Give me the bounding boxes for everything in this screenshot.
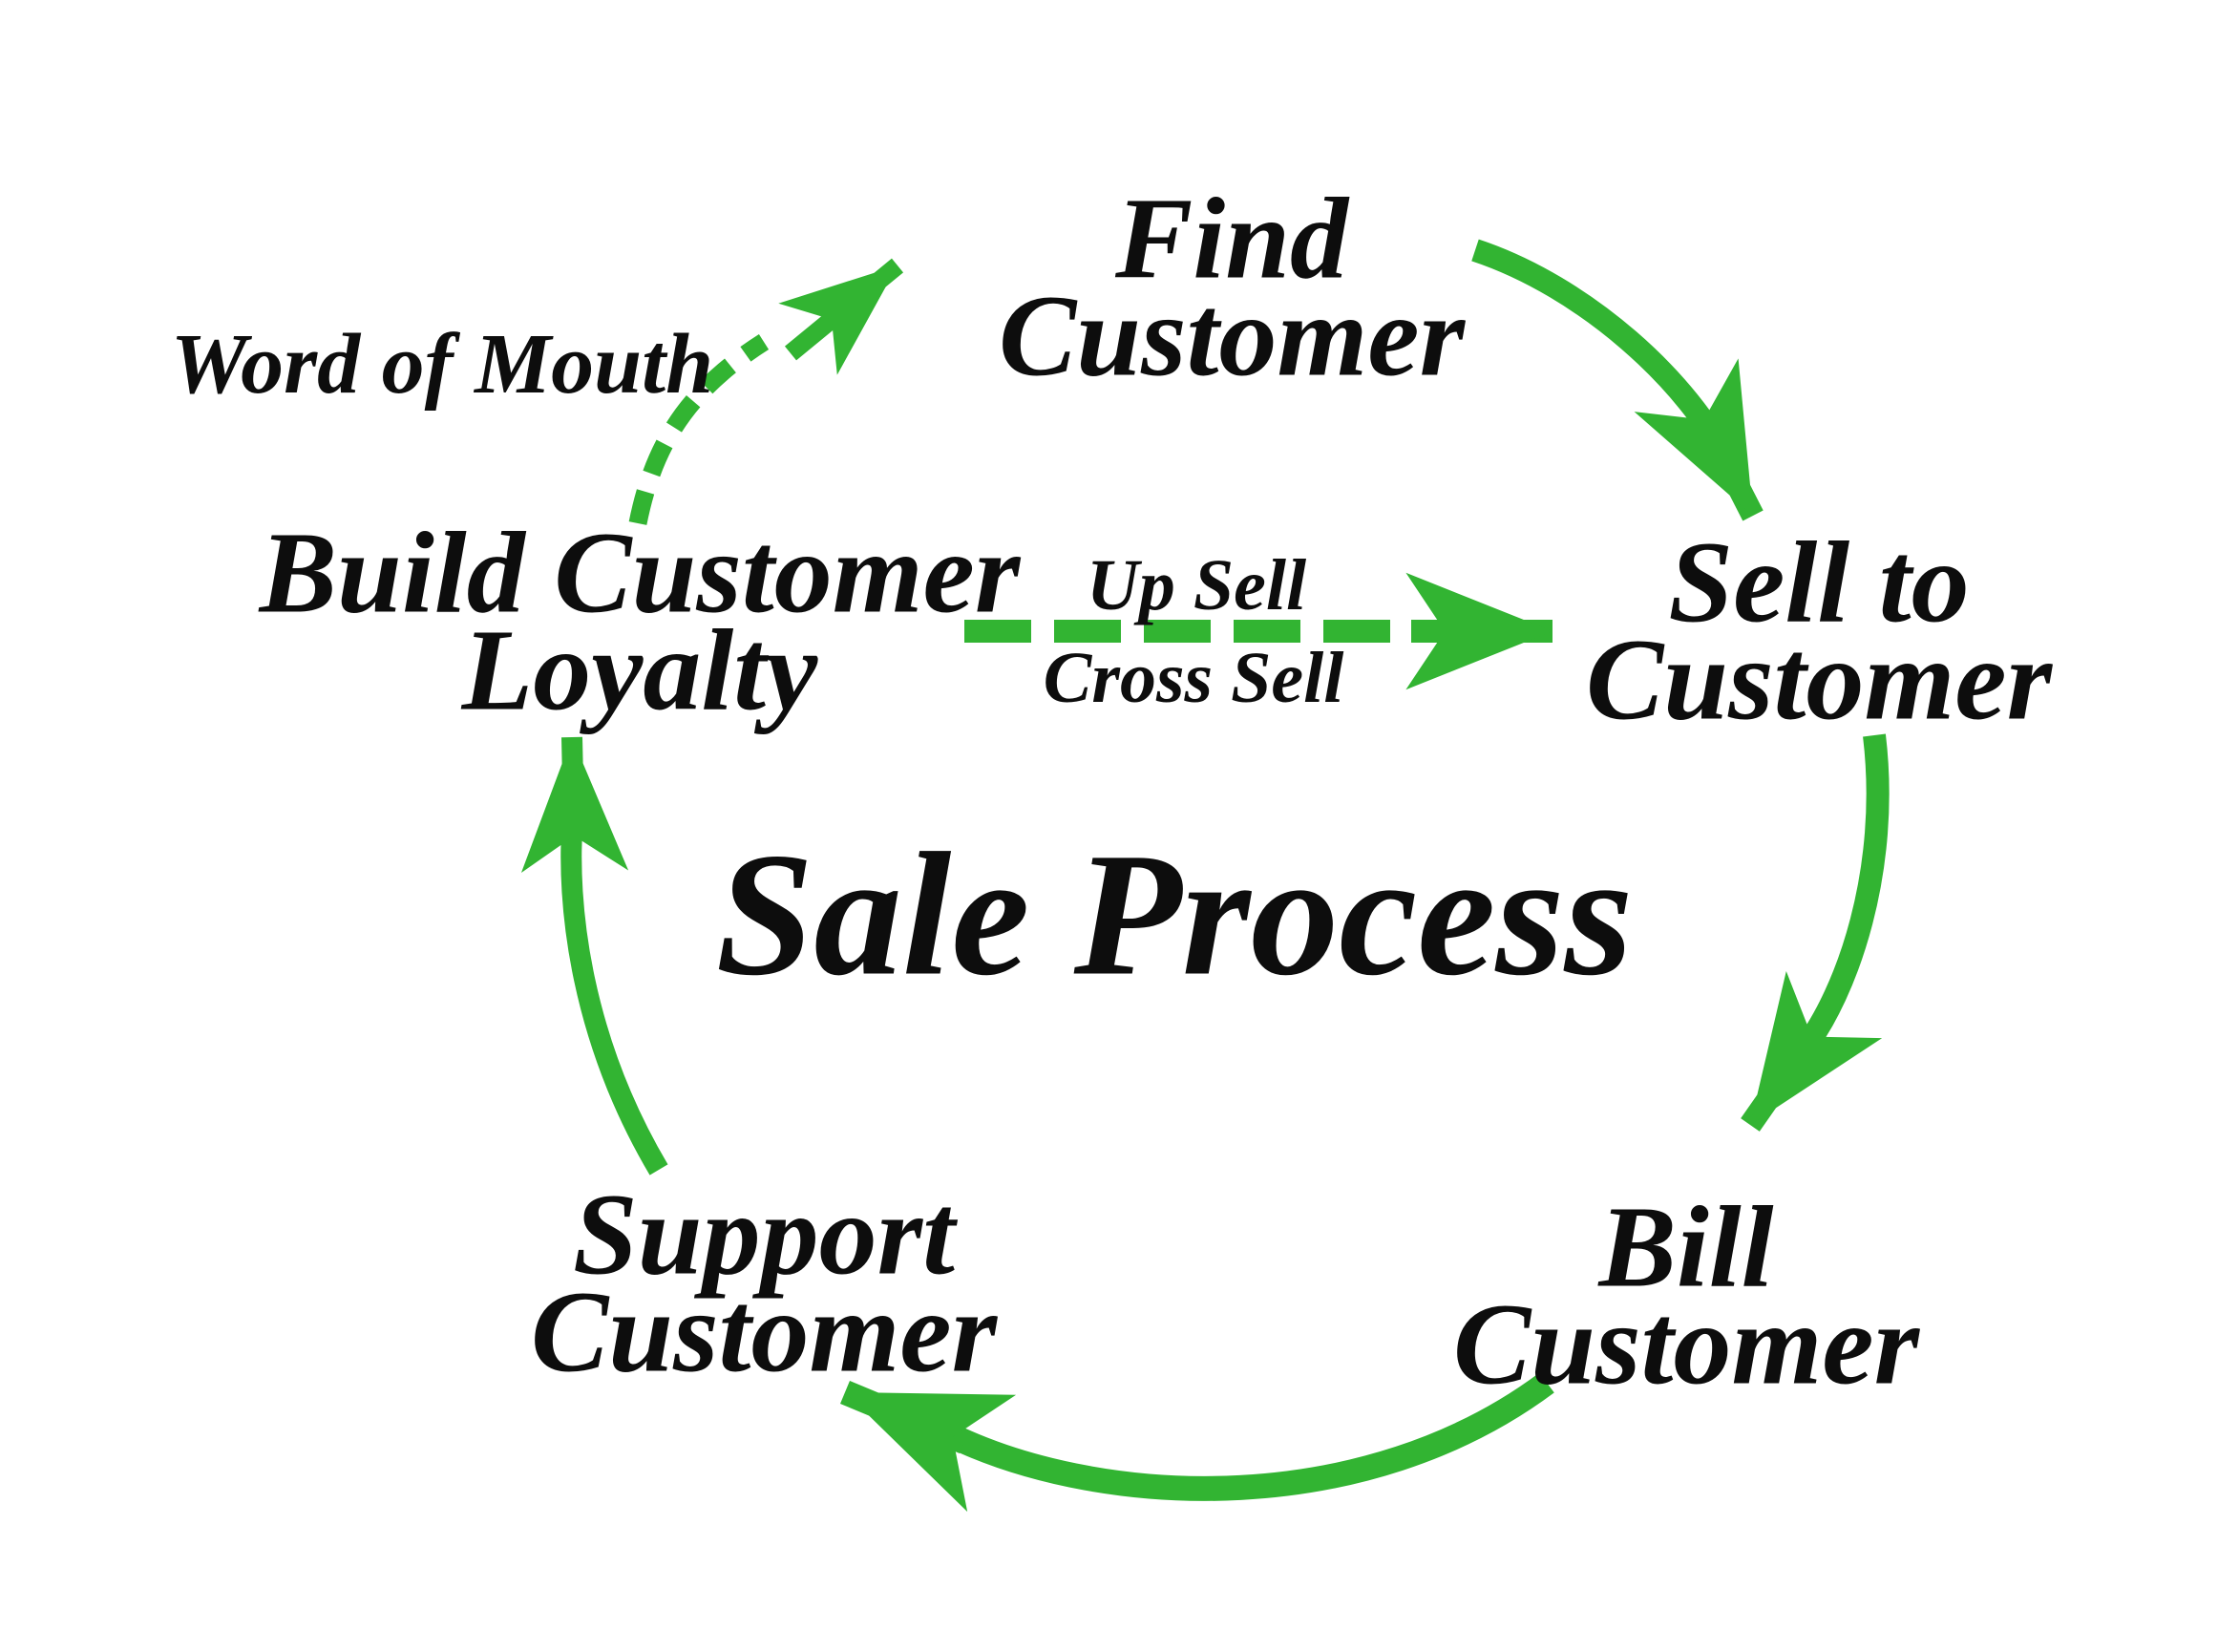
annotation-up-sell: Up Sell xyxy=(1086,545,1307,625)
arrow-bill-to-support-body xyxy=(949,1372,1554,1501)
arrow-word-of-mouth-body xyxy=(628,333,770,525)
arrow-support-to-loyalty xyxy=(520,736,668,1175)
node-support-customer-line2: Customer xyxy=(530,1268,998,1397)
arrow-sell-to-bill-body xyxy=(1793,733,1890,1058)
arrow-sell-to-bill-head xyxy=(1741,971,1883,1132)
node-bill-customer-line1: Bill xyxy=(1598,1182,1774,1312)
node-build-customer-loyalty: Build Customer Loyalty xyxy=(259,508,1021,735)
node-sell-to-customer-line2: Customer xyxy=(1585,616,2053,745)
arrow-word-of-mouth xyxy=(628,258,904,525)
node-sell-to-customer-line1: Sell to xyxy=(1668,518,1970,647)
annotation-word-of-mouth: Word of Mouth xyxy=(170,317,714,412)
node-support-customer: Support Customer xyxy=(530,1170,998,1397)
arrow-support-to-loyalty-body xyxy=(560,815,668,1175)
arrow-sell-to-bill xyxy=(1741,733,1890,1132)
node-bill-customer-line2: Customer xyxy=(1452,1281,1920,1409)
annotation-cross-sell: Cross Sell xyxy=(1043,638,1344,718)
node-build-customer-loyalty-line2: Loyalty xyxy=(461,606,818,735)
node-bill-customer: Bill Customer xyxy=(1452,1182,1920,1409)
arrow-bill-to-support xyxy=(840,1372,1554,1513)
node-find-customer: Find Customer xyxy=(998,174,1466,401)
node-support-customer-line1: Support xyxy=(572,1170,956,1300)
arrow-support-to-loyalty-head xyxy=(520,736,629,873)
arrow-find-to-sell-body xyxy=(1471,239,1741,472)
node-sell-to-customer: Sell to Customer xyxy=(1585,518,2053,745)
arrow-find-to-sell-head xyxy=(1634,358,1764,521)
arrow-bill-to-support-head xyxy=(840,1380,1017,1513)
arrow-find-to-sell xyxy=(1471,239,1764,521)
arrow-word-of-mouth-head xyxy=(778,258,904,375)
node-find-customer-line2: Customer xyxy=(998,272,1466,401)
node-build-customer-loyalty-line1: Build Customer xyxy=(259,508,1021,638)
node-find-customer-line1: Find xyxy=(1114,174,1349,304)
diagram-title: Sale Process xyxy=(715,816,1634,1013)
